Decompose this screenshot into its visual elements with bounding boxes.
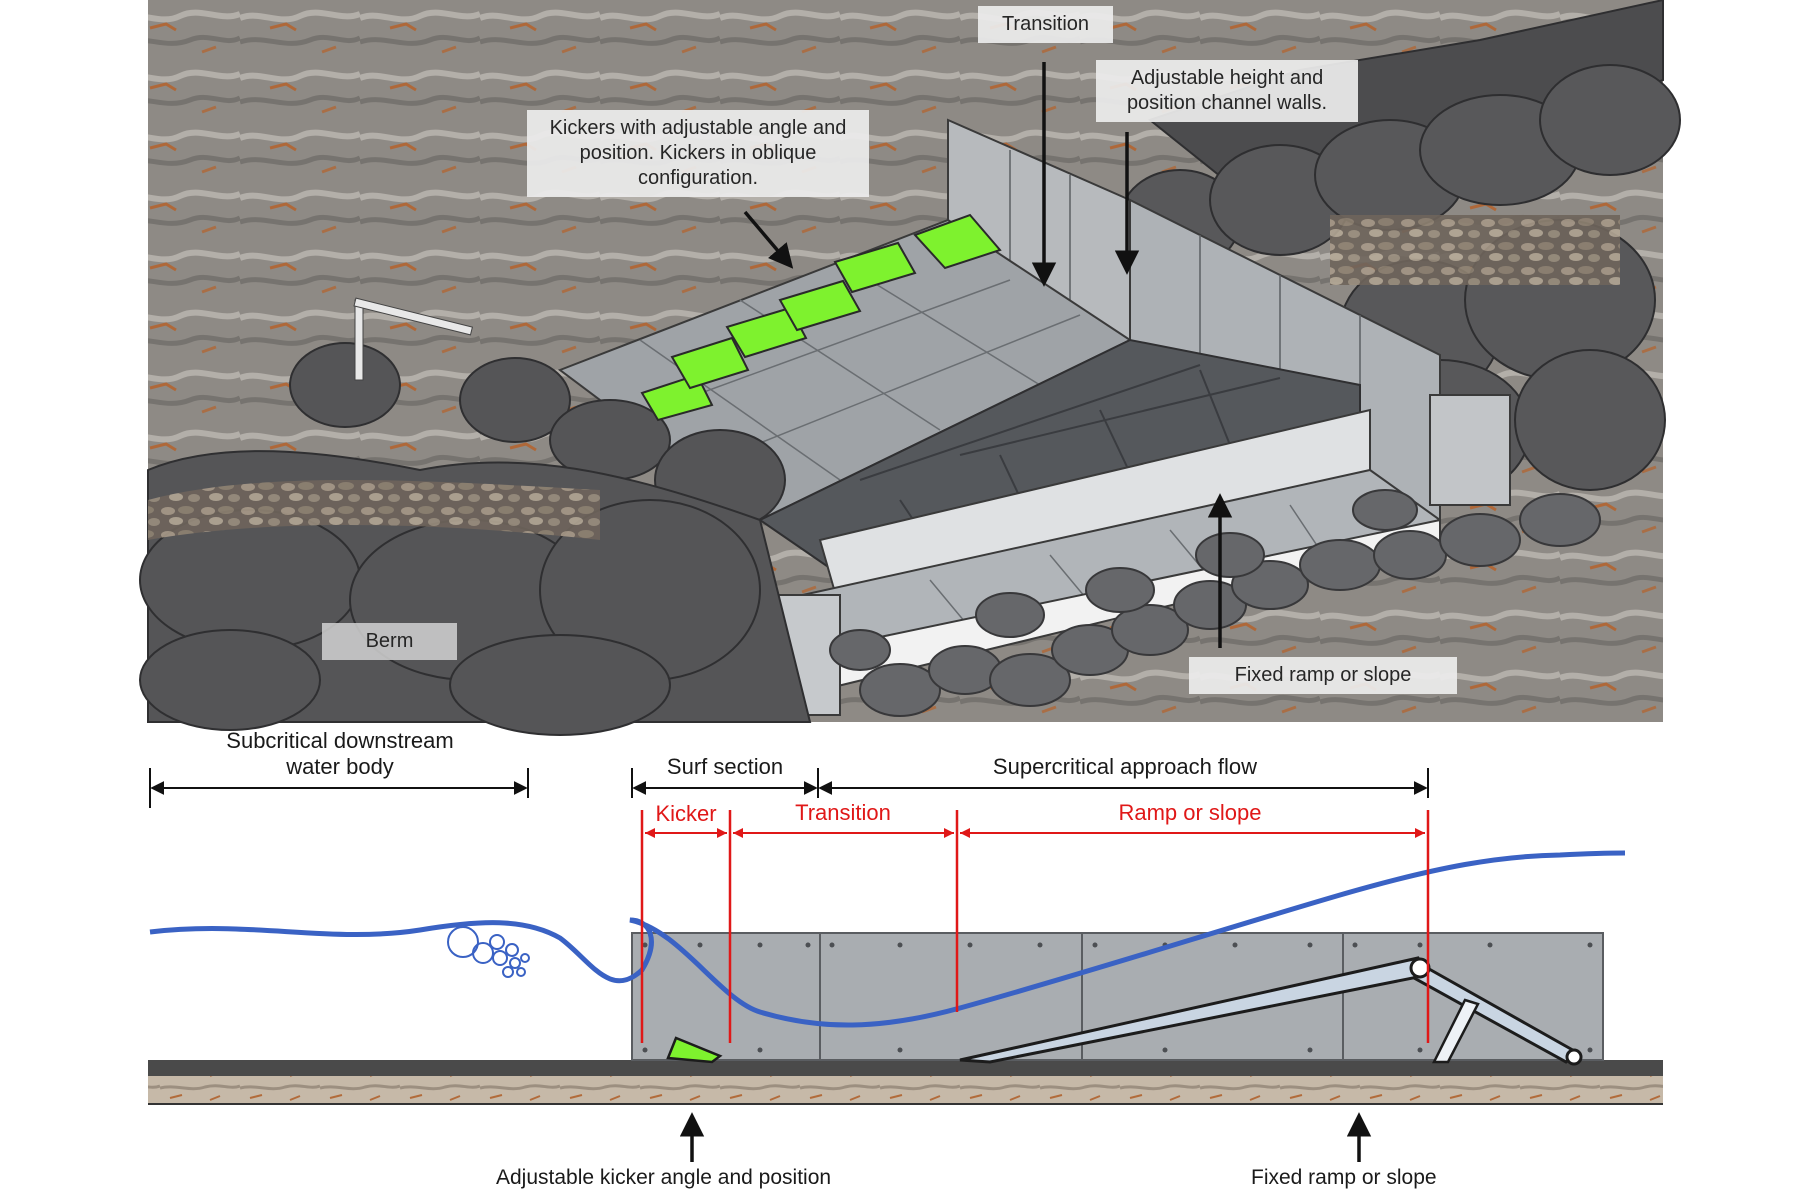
ramp-hinge <box>1409 957 1431 979</box>
kicker-plate <box>725 306 808 359</box>
wall-end-block <box>1429 394 1511 506</box>
kicker-plate <box>913 213 1002 270</box>
callout-transition: Transition <box>978 6 1113 43</box>
label-downstream: Subcritical downstream water body <box>226 728 454 779</box>
red-dimension-lines <box>640 810 1430 1043</box>
kicker-plate <box>833 241 917 294</box>
callout-channel-walls: Adjustable height and position channel w… <box>1096 60 1358 122</box>
kicker-shape <box>666 1036 723 1064</box>
kicker-plate <box>778 279 862 332</box>
foam-bubbles <box>447 926 530 978</box>
label-ramp: Ramp or slope <box>1118 800 1262 825</box>
callout-kickers: Kickers with adjustable angle and positi… <box>527 110 869 197</box>
label-kicker: Kicker <box>655 801 717 826</box>
callout-fixed-ramp: Fixed ramp or slope <box>1189 657 1457 694</box>
label-ramp-note: Fixed ramp or slope <box>1251 1166 1437 1189</box>
channel-wall-panel <box>631 932 1604 1061</box>
ground-strip <box>148 1076 1663 1104</box>
boulders-front <box>829 489 1601 717</box>
label-surf-section: Surf section <box>666 754 784 779</box>
panel-bolts <box>642 942 1593 1053</box>
label-approach-flow: Supercritical approach flow <box>992 754 1258 779</box>
label-transition: Transition <box>795 800 891 825</box>
kicker-plate <box>670 336 750 390</box>
ramp-foot-hinge <box>1565 1048 1583 1066</box>
ground-line <box>148 1060 1663 1076</box>
kickers-arrow <box>743 210 794 269</box>
perspective-illustration <box>139 0 1681 736</box>
callout-berm: Berm <box>322 623 457 660</box>
label-kicker-note: Adjustable kicker angle and position <box>496 1166 832 1189</box>
gravel-right <box>1330 215 1620 285</box>
gravel-left <box>148 480 600 540</box>
ramp-strut <box>1431 998 1480 1064</box>
kickers <box>640 213 1002 422</box>
water-surface <box>149 850 1626 1028</box>
cross-section <box>148 768 1663 1162</box>
